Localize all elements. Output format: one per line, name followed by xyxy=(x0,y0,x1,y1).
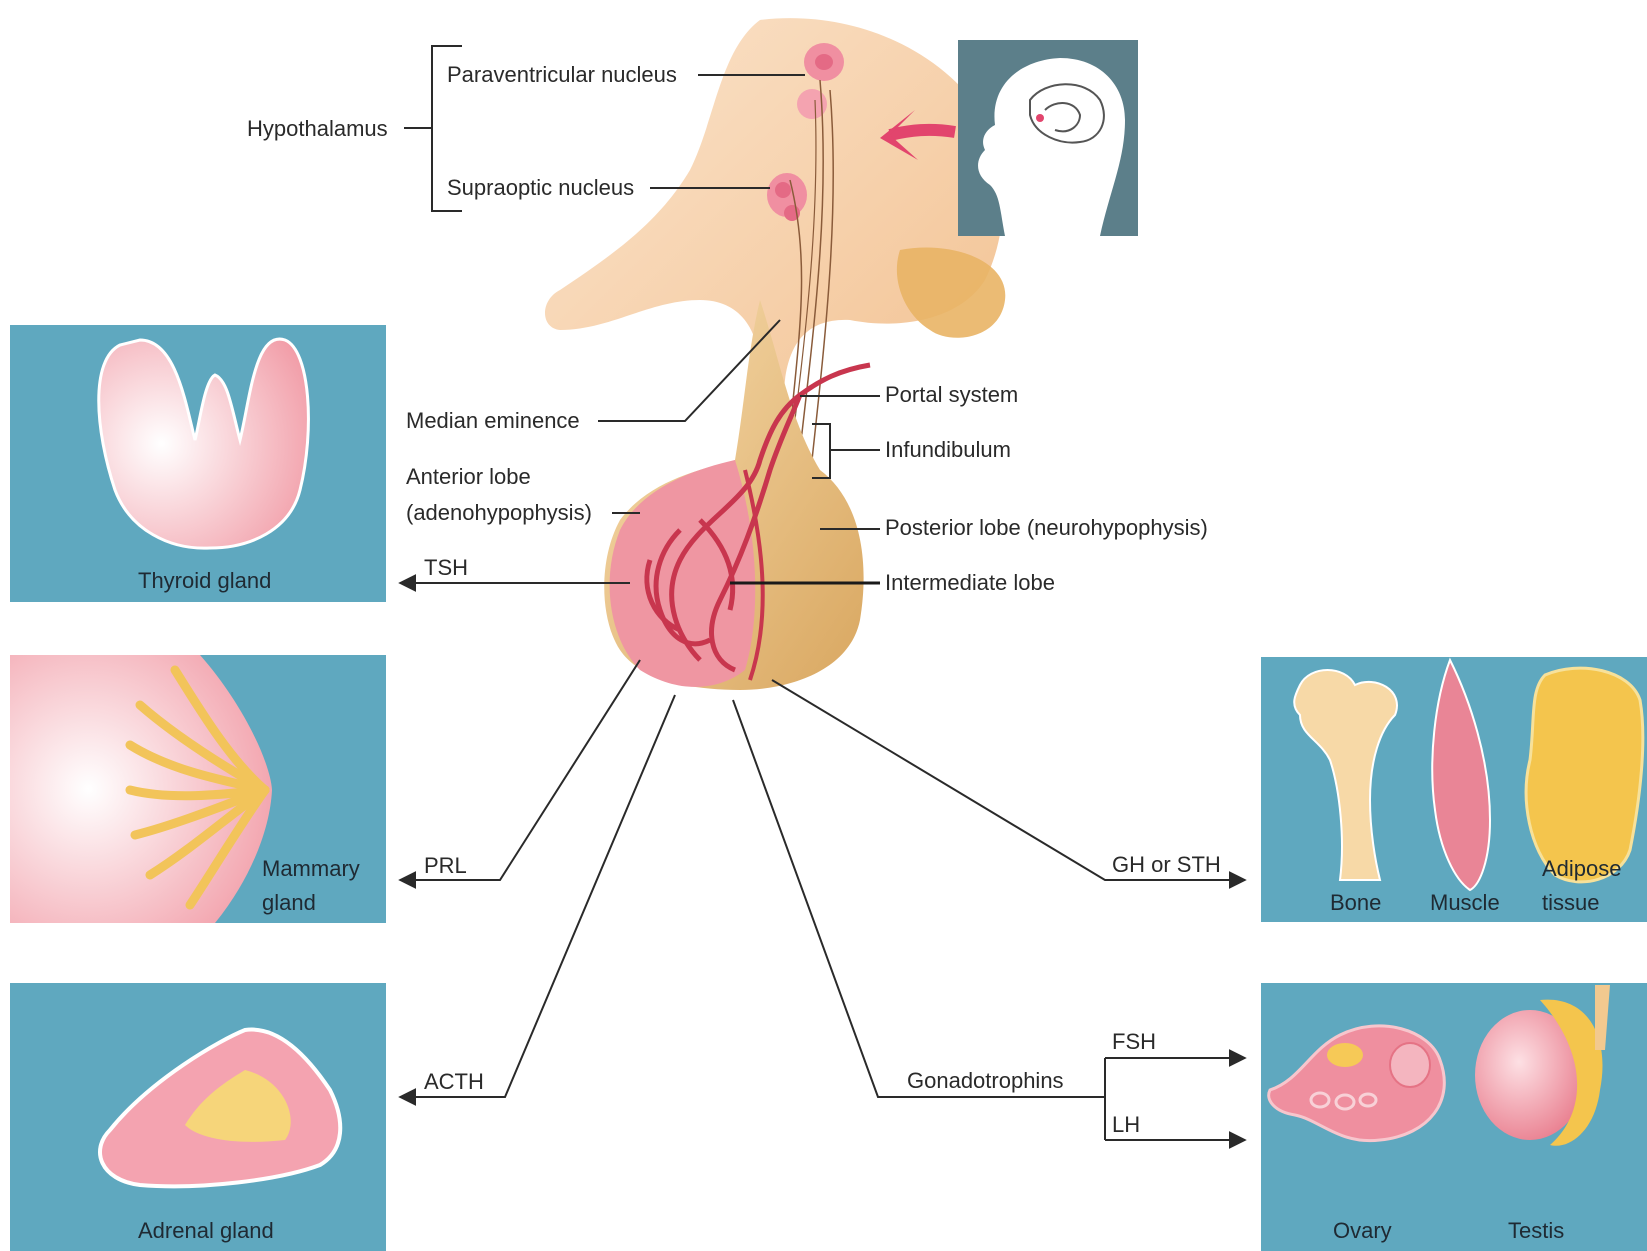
adrenal-panel: Adrenal gland xyxy=(10,983,386,1251)
mammary-panel: Mammary gland xyxy=(10,655,386,923)
bone-label: Bone xyxy=(1330,890,1381,915)
gh-arrow xyxy=(772,680,1245,880)
adipose-label-line2: tissue xyxy=(1542,890,1599,915)
acth-arrow xyxy=(400,695,675,1097)
fsh-label: FSH xyxy=(1112,1029,1156,1054)
mammary-label-line2: gland xyxy=(262,890,316,915)
testis-label: Testis xyxy=(1508,1218,1564,1243)
gh-label: GH or STH xyxy=(1112,852,1221,877)
acth-label: ACTH xyxy=(424,1069,484,1094)
supraoptic-label: Supraoptic nucleus xyxy=(447,175,634,200)
mammary-label-line1: Mammary xyxy=(262,856,360,881)
prl-arrow xyxy=(400,660,640,880)
hypothalamus-label: Hypothalamus xyxy=(247,116,388,141)
portal-system-label: Portal system xyxy=(885,382,1018,407)
muscle-label: Muscle xyxy=(1430,890,1500,915)
anterior-lobe-label-line2: (adenohypophysis) xyxy=(406,500,592,525)
lh-label: LH xyxy=(1112,1112,1140,1137)
gonadotrophins-label: Gonadotrophins xyxy=(907,1068,1064,1093)
anterior-lobe-label-line1: Anterior lobe xyxy=(406,464,531,489)
adipose-shape xyxy=(1526,668,1643,882)
pituitary-illustration xyxy=(604,300,870,690)
thyroid-label: Thyroid gland xyxy=(138,568,271,593)
ovary-label: Ovary xyxy=(1333,1218,1392,1243)
gonadotrophin-line xyxy=(733,700,1105,1097)
infundibulum-label: Infundibulum xyxy=(885,437,1011,462)
paraventricular-label: Paraventricular nucleus xyxy=(447,62,677,87)
adrenal-label: Adrenal gland xyxy=(138,1218,274,1243)
gonads-panel: Ovary Testis xyxy=(1261,983,1647,1251)
gh-targets-panel: Bone Muscle Adipose tissue xyxy=(1261,657,1647,922)
adipose-label-line1: Adipose xyxy=(1542,856,1622,881)
posterior-lobe-label: Posterior lobe (neurohypophysis) xyxy=(885,515,1208,540)
intermediate-lobe-label: Intermediate lobe xyxy=(885,570,1055,595)
thyroid-panel: Thyroid gland xyxy=(10,325,386,602)
prl-label: PRL xyxy=(424,853,467,878)
median-eminence-label: Median eminence xyxy=(406,408,580,433)
tsh-label: TSH xyxy=(424,555,468,580)
